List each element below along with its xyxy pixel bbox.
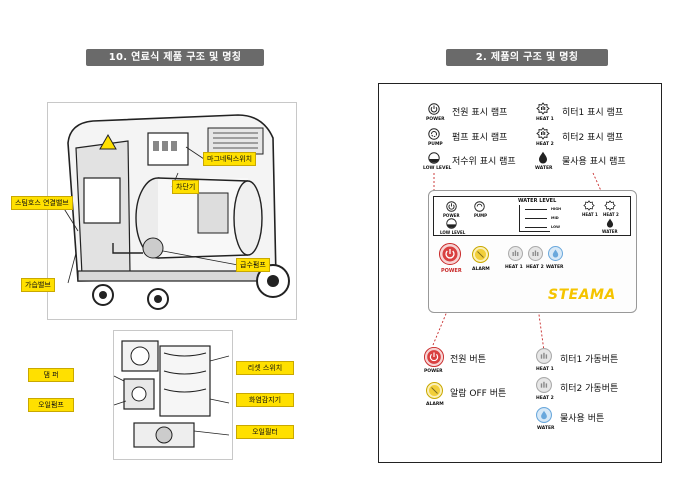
- panel-heat1-tag: HEAT 1: [505, 265, 523, 270]
- callout-oil-filter: 오일필터: [236, 425, 294, 439]
- burner-detail-panel: [113, 330, 233, 460]
- strip-heat1-icon: [583, 200, 595, 211]
- burner-detail-illustration: [113, 340, 230, 448]
- machine-illustration-panel: [47, 102, 297, 320]
- strip-water-tag: WATER: [602, 229, 618, 234]
- panel-heat2-tag: HEAT 2: [526, 265, 544, 270]
- brand-logo: STEAMA: [548, 287, 616, 303]
- water-icon-tag: WATER: [535, 166, 553, 171]
- water-button-icon: [536, 407, 552, 423]
- alarm-off-button-label: 알람 OFF 버튼: [450, 389, 507, 399]
- left-page-title: 10. 연료식 제품 구조 및 명칭: [86, 49, 264, 66]
- high-level-label: HIGH: [551, 207, 562, 211]
- heat1-icon: [536, 102, 550, 115]
- panel-alarm-tag: ALARM: [472, 267, 490, 272]
- strip-low-level-tag: LOW LEVEL: [440, 230, 466, 235]
- panel-power-button[interactable]: [439, 243, 461, 265]
- heater2-button-tag: HEAT 2: [536, 396, 554, 401]
- heater2-lamp-label: 히터2 표시 램프: [562, 133, 624, 143]
- gauge-high-tick: [525, 209, 547, 210]
- strip-water-icon: [606, 218, 614, 228]
- gauge-low-tick: [525, 227, 547, 228]
- low-water-lamp-label: 저수위 표시 램프: [452, 157, 516, 167]
- low-level-label: LOW: [551, 225, 560, 229]
- panel-heat1-button[interactable]: [508, 246, 523, 261]
- strip-pump-tag: PUMP: [474, 213, 488, 218]
- heater1-button-tag: HEAT 1: [536, 367, 554, 372]
- callout-steam-hose-valve: 스팀호스 연결밸브: [11, 196, 73, 210]
- strip-low-level-icon: [446, 218, 457, 229]
- steam-generator-illustration: [62, 114, 290, 310]
- strip-heat2-tag: HEAT 2: [603, 212, 619, 217]
- panel-power-tag: POWER: [441, 268, 462, 274]
- low-level-icon-tag: LOW LEVEL: [423, 166, 452, 171]
- indicator-strip: [433, 196, 631, 236]
- water-use-button-label: 물사용 버튼: [560, 414, 605, 424]
- pump-lamp-label: 펌프 표시 램프: [452, 133, 508, 143]
- power-icon: [428, 103, 440, 115]
- callout-supply-pump: 급수펌프: [236, 258, 270, 272]
- callout-drain-valve: 가습밸브: [21, 278, 55, 292]
- right-page-frame: [378, 83, 662, 463]
- strip-heat2-icon: [604, 200, 616, 211]
- power-lamp-label: 전원 표시 램프: [452, 108, 508, 118]
- water-level-gauge: [519, 205, 550, 232]
- low-level-icon: [428, 152, 440, 164]
- strip-power-icon: [446, 201, 457, 212]
- strip-heat1-tag: HEAT 1: [582, 212, 598, 217]
- pump-icon: [428, 128, 440, 140]
- water-button-tag: WATER: [537, 426, 555, 431]
- alarm-button-icon: [426, 382, 443, 399]
- mid-level-label: MID: [551, 216, 559, 220]
- callout-damper: 댐 퍼: [28, 368, 74, 382]
- panel-alarm-button[interactable]: [472, 246, 489, 263]
- pump-icon-tag: PUMP: [428, 142, 443, 147]
- right-page-title: 2. 제품의 구조 및 명칭: [446, 49, 608, 66]
- water-use-lamp-label: 물사용 표시 램프: [562, 157, 626, 167]
- callout-flame-detector: 화염감지기: [236, 393, 294, 407]
- callout-magnetic-switch: 마그네틱스위치: [203, 152, 257, 166]
- strip-pump-icon: [474, 201, 485, 212]
- heater1-lamp-label: 히터1 표시 램프: [562, 108, 624, 118]
- power-icon-tag: POWER: [426, 117, 445, 122]
- panel-water-tag: WATER: [546, 265, 564, 270]
- callout-reset-switch: 리셋 스위치: [236, 361, 294, 375]
- heat2-icon: [536, 127, 550, 140]
- heater1-button-icon: [536, 348, 552, 364]
- callout-oil-pump: 오일펌프: [28, 398, 74, 412]
- strip-power-tag: POWER: [443, 213, 460, 218]
- power-button-icon: [424, 347, 444, 367]
- panel-heat2-button[interactable]: [528, 246, 543, 261]
- heat1-icon-tag: HEAT 1: [536, 117, 554, 122]
- panel-water-button[interactable]: [548, 246, 563, 261]
- power-button-tag: POWER: [424, 369, 443, 374]
- callout-breaker: 차단기: [172, 180, 200, 194]
- heater1-button-label: 히터1 가동버튼: [560, 355, 619, 365]
- power-button-label: 전원 버튼: [450, 355, 486, 365]
- heater2-button-icon: [536, 377, 552, 393]
- alarm-button-tag: ALARM: [426, 402, 444, 407]
- water-drop-icon: [539, 151, 547, 164]
- heater2-button-label: 히터2 가동버튼: [560, 384, 619, 394]
- water-level-label: WATER LEVEL: [518, 198, 557, 204]
- heat2-icon-tag: HEAT 2: [536, 142, 554, 147]
- gauge-mid-tick: [525, 218, 547, 219]
